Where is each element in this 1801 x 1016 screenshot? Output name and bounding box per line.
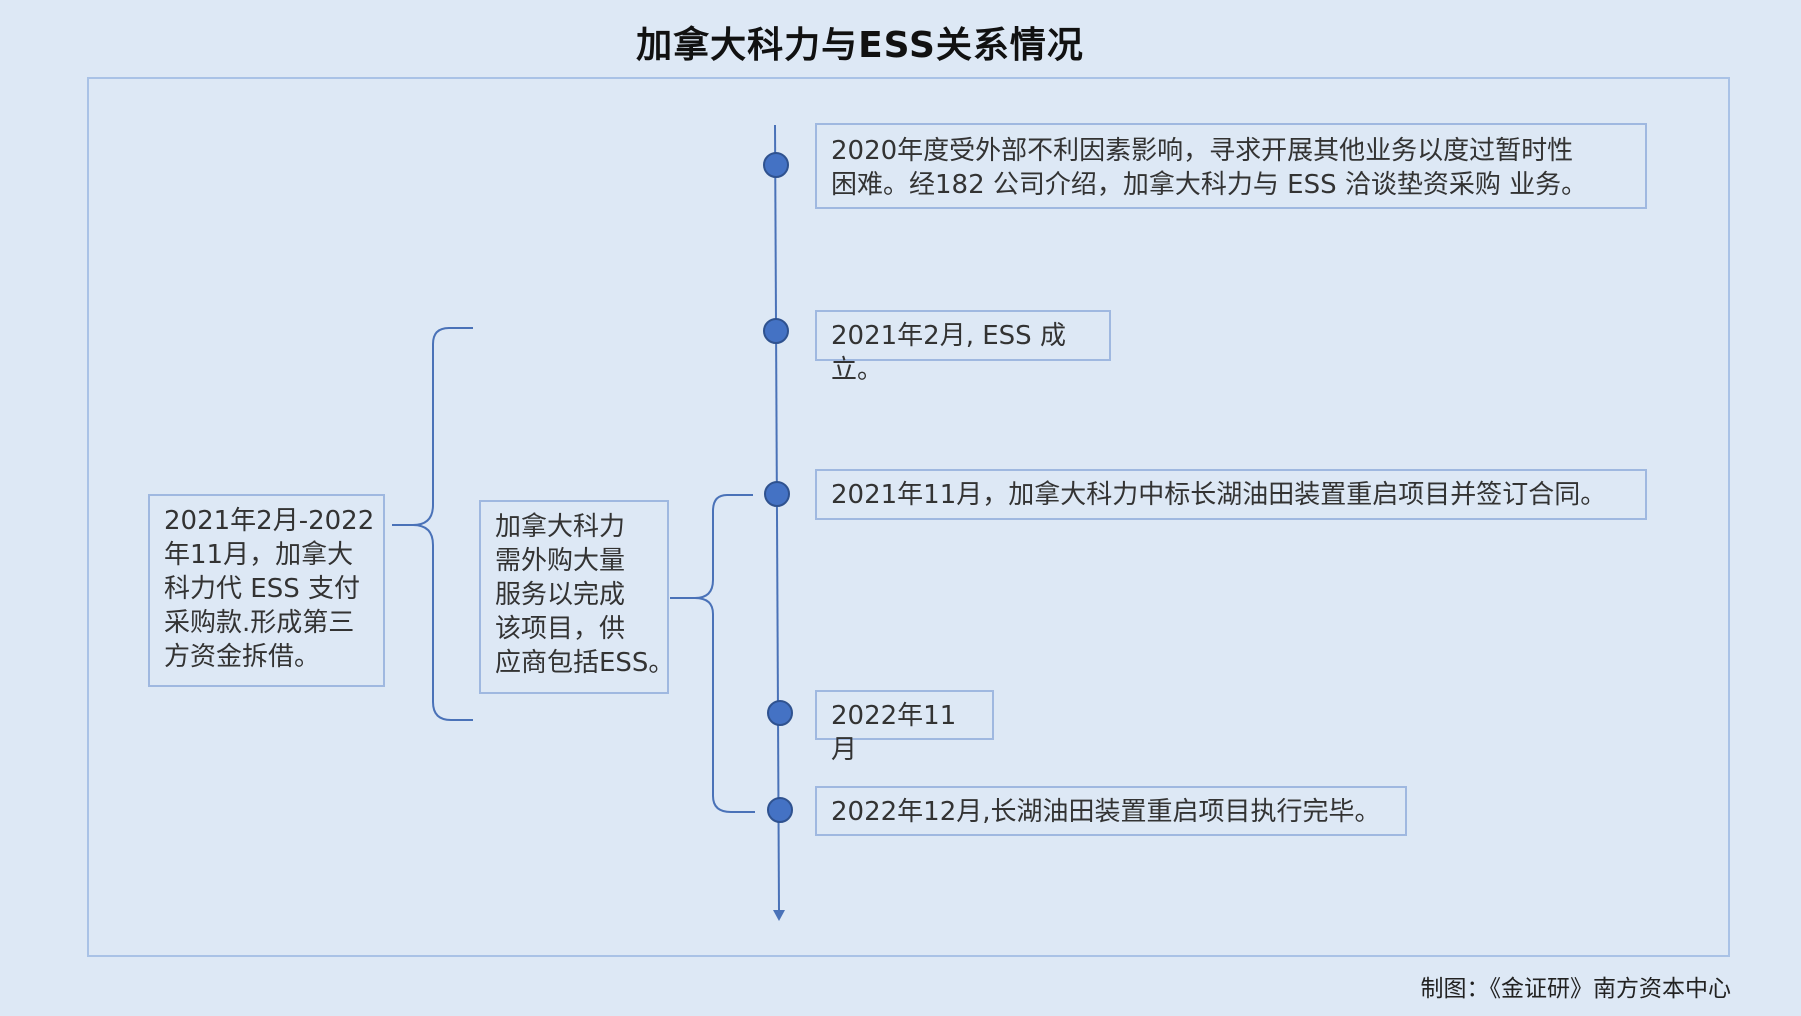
inner-bracket	[670, 494, 755, 813]
middle-box-line-5: 应商包括ESS。	[495, 648, 675, 678]
left-box: 2021年2月-2022 年11月，加拿大 科力代 ESS 支付 采购款.形成第…	[148, 494, 385, 687]
event-box-5: 2022年12月,长湖油田装置重启项目执行完毕。	[815, 786, 1407, 836]
timeline-dot-5	[767, 797, 793, 823]
diagram-title: 加拿大科力与ESS关系情况	[636, 25, 1084, 66]
event-5-text: 2022年12月,长湖油田装置重启项目执行完毕。	[831, 797, 1381, 827]
middle-box-line-1: 加拿大科力	[495, 512, 626, 542]
left-box-line-4: 采购款.形成第三	[164, 608, 355, 638]
event-3-text: 2021年11月，加拿大科力中标长湖油田装置重启项目并签订合同。	[831, 480, 1607, 510]
event-2-text: 2021年2月, ESS 成立。	[831, 321, 1066, 385]
event-box-3: 2021年11月，加拿大科力中标长湖油田装置重启项目并签订合同。	[815, 469, 1647, 520]
middle-box: 加拿大科力 需外购大量 服务以完成 该项目，供 应商包括ESS。	[479, 500, 675, 694]
diagram-frame	[87, 77, 1730, 957]
middle-box-line-3: 服务以完成	[495, 580, 626, 610]
event-box-4: 2022年11月	[815, 690, 994, 765]
event-1-line-1: 2020年度受外部不利因素影响，寻求开展其他业务以度过暂时性	[831, 136, 1574, 166]
event-box-1: 2020年度受外部不利因素影响，寻求开展其他业务以度过暂时性 困难。经182 公…	[815, 123, 1647, 209]
left-box-line-1: 2021年2月-2022	[164, 506, 375, 536]
credit-text: 制图：《金证研》南方资本中心	[1420, 976, 1732, 1002]
event-box-2: 2021年2月, ESS 成立。	[815, 310, 1111, 385]
timeline-dot-1	[763, 152, 789, 178]
timeline-axis	[774, 124, 780, 911]
left-box-line-5: 方资金拆借。	[164, 642, 321, 672]
timeline-dot-3	[764, 481, 790, 507]
left-box-line-2: 年11月，加拿大	[164, 540, 354, 570]
timeline-arrowhead	[773, 910, 785, 921]
timeline-dot-2	[763, 318, 789, 344]
middle-box-line-2: 需外购大量	[495, 546, 626, 576]
event-4-text: 2022年11月	[831, 701, 957, 765]
middle-box-line-4: 该项目，供	[495, 614, 626, 644]
timeline-dot-4	[767, 700, 793, 726]
outer-bracket	[392, 327, 473, 721]
left-box-line-3: 科力代 ESS 支付	[164, 574, 360, 604]
event-1-line-2: 困难。经182 公司介绍，加拿大科力与 ESS 洽谈垫资采购 业务。	[831, 170, 1588, 200]
